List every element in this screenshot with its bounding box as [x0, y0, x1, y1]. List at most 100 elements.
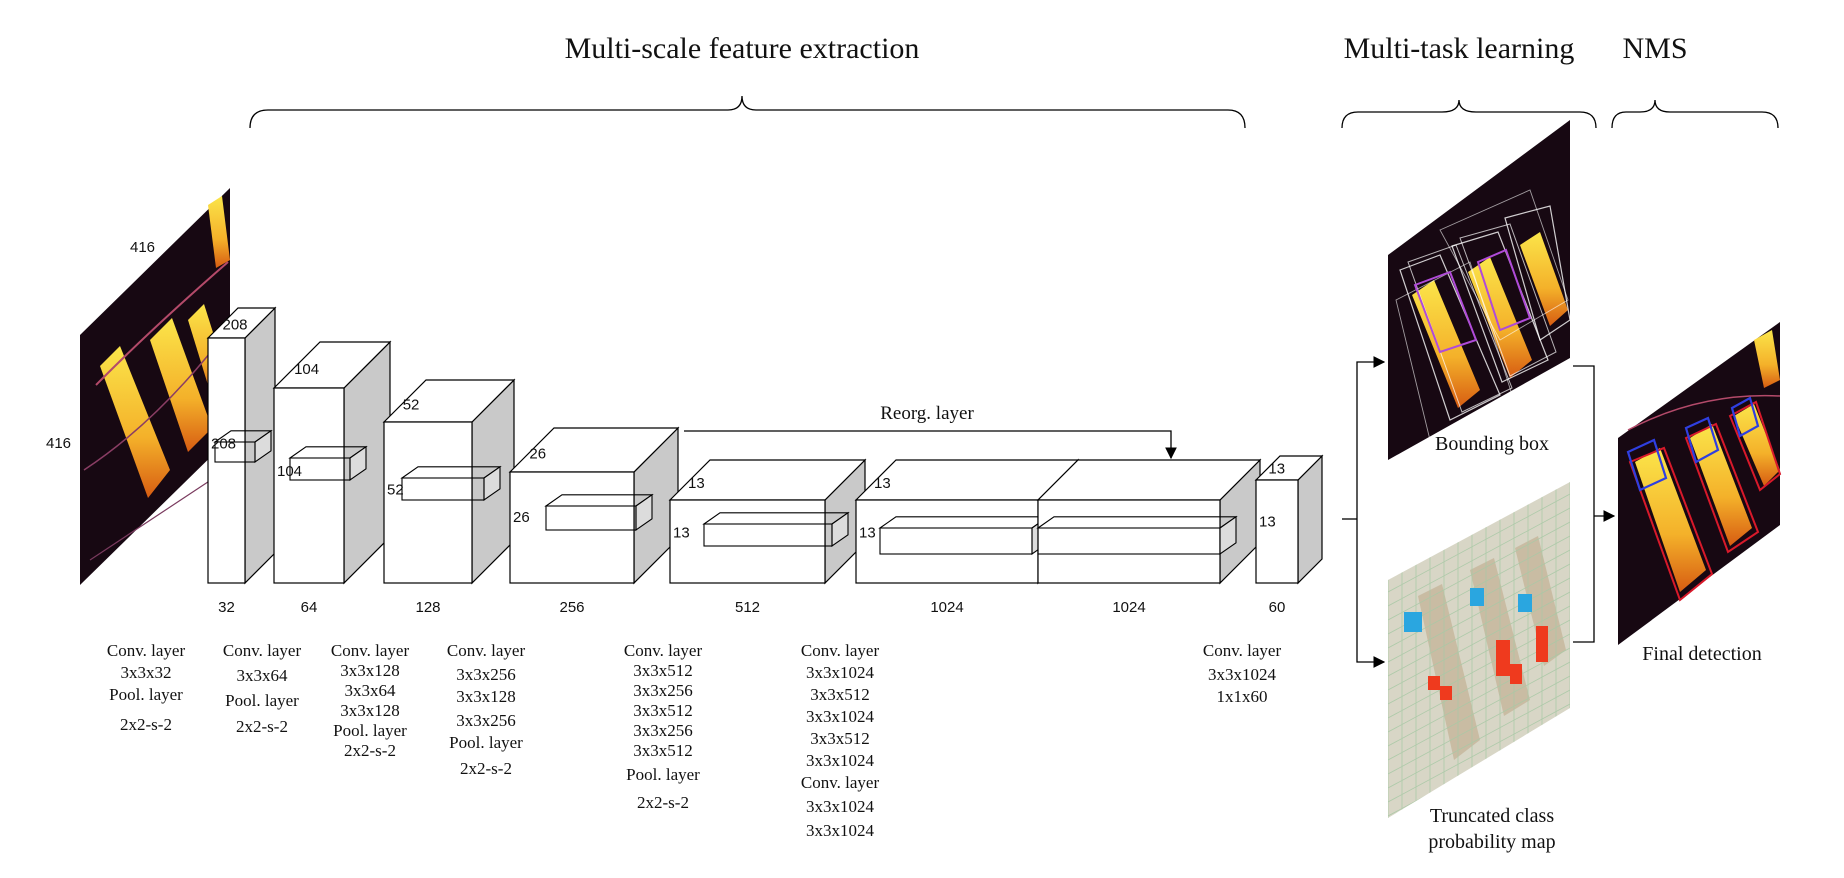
heading-multitask-learning: Multi-task learning — [1344, 32, 1575, 65]
layer-spec-line: 3x3x256 — [456, 711, 516, 730]
probability-map-image — [1388, 482, 1570, 818]
block-depth-label: 60 — [1269, 599, 1286, 616]
layer-spec-line: Conv. layer — [107, 641, 186, 660]
block-height-label: 13 — [1259, 513, 1276, 530]
bbox-caption: Bounding box — [1435, 433, 1549, 455]
grid-line — [1388, 493, 1570, 593]
layer-spec-line: 3x3x256 — [633, 721, 693, 740]
layer-spec-line: Conv. layer — [624, 641, 703, 660]
grid-line — [1388, 591, 1570, 691]
layer-spec-line: 3x3x512 — [633, 661, 693, 680]
bounding-box-image — [1388, 120, 1571, 460]
block-front-face — [383, 421, 473, 584]
block-depth-label: 1024 — [1112, 599, 1145, 616]
layer-spec-line: Conv. layer — [801, 641, 880, 660]
layer-spec-line: 3x3x1024 — [806, 751, 875, 770]
block-front-face — [855, 499, 1039, 584]
layer-spec-line: 1x1x60 — [1217, 687, 1268, 706]
block-width-label: 13 — [874, 475, 891, 492]
layer-spec-line: 2x2-s-2 — [460, 759, 512, 778]
layer-spec-line: Conv. layer — [801, 773, 880, 792]
heading-nms: NMS — [1622, 32, 1687, 65]
heading-feature-extraction: Multi-scale feature extraction — [565, 32, 920, 65]
layer-spec-line: 2x2-s-2 — [344, 741, 396, 760]
block-front-face — [207, 337, 246, 584]
layer-spec-line: 3x3x1024 — [1208, 665, 1277, 684]
block-front-face — [1037, 499, 1221, 584]
grid-line — [1388, 689, 1570, 789]
block-depth-label: 128 — [415, 599, 440, 616]
layer-spec-line: 3x3x512 — [633, 701, 693, 720]
layer-spec-line: 3x3x1024 — [806, 821, 875, 840]
layer-spec-column: Conv. layer3x3x5123x3x2563x3x5123x3x2563… — [624, 641, 703, 812]
layer-spec-line: 3x3x1024 — [806, 663, 875, 682]
kernel-front — [879, 527, 1033, 555]
layer-spec-line: 3x3x64 — [237, 666, 289, 685]
grid-line — [1388, 661, 1570, 761]
probmap-caption-line2: probability map — [1428, 831, 1555, 853]
block-width-label: 208 — [223, 317, 248, 334]
block-height-label: 13 — [859, 524, 876, 541]
grid-line — [1388, 675, 1570, 775]
block-height-label: 52 — [387, 481, 404, 498]
feature-blocks: 2082083210410464525212826262561313512131… — [206, 306, 1324, 616]
reorg-arrow — [684, 430, 1177, 460]
block-depth-label: 32 — [218, 599, 235, 616]
layer-spec-line: 3x3x64 — [345, 681, 397, 700]
block-height-label: 13 — [673, 524, 690, 541]
block-width-label: 52 — [403, 396, 420, 413]
grid-line — [1388, 647, 1570, 747]
layer-spec-line: Pool. layer — [333, 721, 407, 740]
grid-line — [1388, 521, 1570, 621]
probmap-caption-line1: Truncated class — [1430, 805, 1554, 827]
layer-spec-line: 3x3x1024 — [806, 797, 875, 816]
feature-block: 1024 — [1036, 458, 1262, 616]
arrow-to-bbox — [1356, 356, 1386, 519]
layer-spec-line: Conv. layer — [331, 641, 410, 660]
brace-feature-extraction — [249, 95, 1246, 129]
feature-block: 52 52 128 — [382, 378, 516, 616]
kernel-front — [545, 505, 637, 531]
block-depth-label: 256 — [559, 599, 584, 616]
layer-spec-line: 3x3x256 — [456, 665, 516, 684]
layer-spec-line: 3x3x512 — [633, 741, 693, 760]
block-depth-label: 1024 — [930, 599, 963, 616]
block-height-label: 104 — [277, 463, 302, 480]
block-width-label: 13 — [688, 475, 705, 492]
block-front-face — [1255, 479, 1299, 584]
feature-block: 13 13 60 — [1254, 454, 1324, 616]
kernel-front — [401, 477, 485, 501]
layer-spec-line: 3x3x128 — [340, 661, 400, 680]
input-height-label: 416 — [46, 435, 71, 452]
layer-spec-line: 2x2-s-2 — [637, 793, 689, 812]
layer-spec-column: Conv. layer3x3x10243x3x5123x3x10243x3x51… — [801, 641, 880, 840]
block-top-face — [1036, 459, 1262, 501]
layer-spec-line: 2x2-s-2 — [120, 715, 172, 734]
block-width-label: 13 — [1268, 461, 1285, 478]
final-caption: Final detection — [1642, 643, 1761, 665]
block-width-label: 104 — [294, 361, 319, 378]
layer-spec-line: 3x3x128 — [340, 701, 400, 720]
block-height-label: 208 — [211, 435, 236, 452]
layer-spec-line: 3x3x1024 — [806, 707, 875, 726]
layer-spec-line: 3x3x512 — [810, 685, 870, 704]
bbox-merge-line — [1573, 365, 1595, 643]
kernel-front — [703, 523, 833, 547]
grid-line — [1388, 577, 1570, 677]
grid-line — [1388, 563, 1570, 663]
input-width-label: 416 — [130, 239, 155, 256]
brace-multitask-learning — [1341, 99, 1597, 129]
kernel-front — [214, 441, 256, 463]
final-detection-image — [1618, 322, 1782, 645]
block-height-label: 26 — [513, 509, 530, 526]
layer-spec-line: 3x3x128 — [456, 687, 516, 706]
